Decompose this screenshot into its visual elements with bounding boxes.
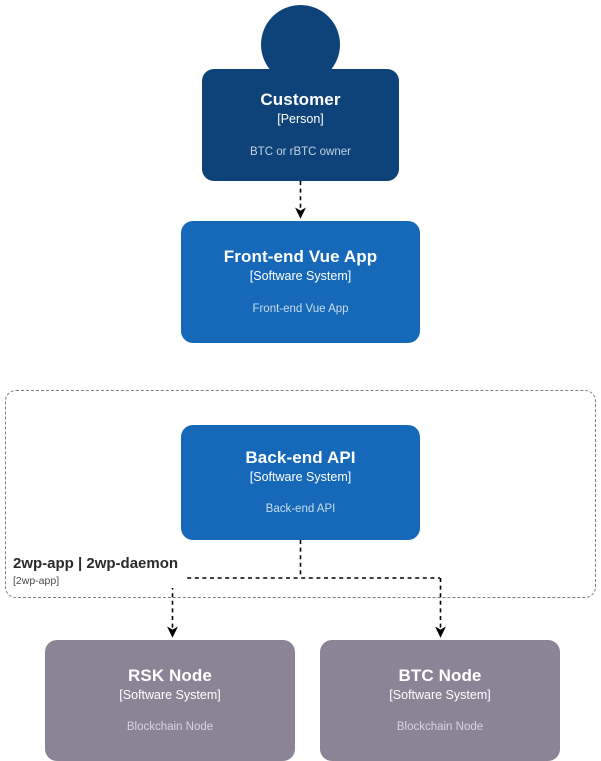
boundary-tech: [2wp-app]: [13, 575, 60, 587]
node-frontend-vue-app[interactable]: Front-end Vue App [Software System] Fron…: [181, 221, 420, 343]
customer-name: Customer: [260, 90, 341, 110]
boundary-label: 2wp-app | 2wp-daemon [2wp-app]: [13, 555, 185, 589]
rsk-node-description: Blockchain Node: [126, 721, 214, 734]
backend-tech: [Software System]: [249, 469, 352, 484]
backend-name: Back-end API: [245, 447, 356, 467]
customer-description: BTC or rBTC owner: [250, 145, 351, 158]
node-backend-api[interactable]: Back-end API [Software System] Back-end …: [181, 425, 420, 540]
boundary-name: 2wp-app | 2wp-daemon: [13, 555, 179, 572]
frontend-name: Front-end Vue App: [223, 247, 378, 267]
node-rsk-node[interactable]: RSK Node [Software System] Blockchain No…: [45, 640, 295, 761]
btc-node-description: Blockchain Node: [396, 721, 484, 734]
boundary-2wp-app: [5, 390, 596, 598]
node-btc-node[interactable]: BTC Node [Software System] Blockchain No…: [320, 640, 560, 761]
frontend-tech: [Software System]: [249, 269, 352, 284]
frontend-description: Front-end Vue App: [252, 302, 349, 315]
rsk-node-tech: [Software System]: [119, 687, 221, 702]
btc-node-name: BTC Node: [398, 665, 482, 685]
btc-node-tech: [Software System]: [389, 687, 491, 702]
backend-description: Back-end API: [265, 503, 336, 516]
rsk-node-name: RSK Node: [128, 665, 212, 685]
node-customer[interactable]: Customer [Person] BTC or rBTC owner: [202, 69, 399, 181]
customer-tech: [Person]: [277, 112, 324, 127]
